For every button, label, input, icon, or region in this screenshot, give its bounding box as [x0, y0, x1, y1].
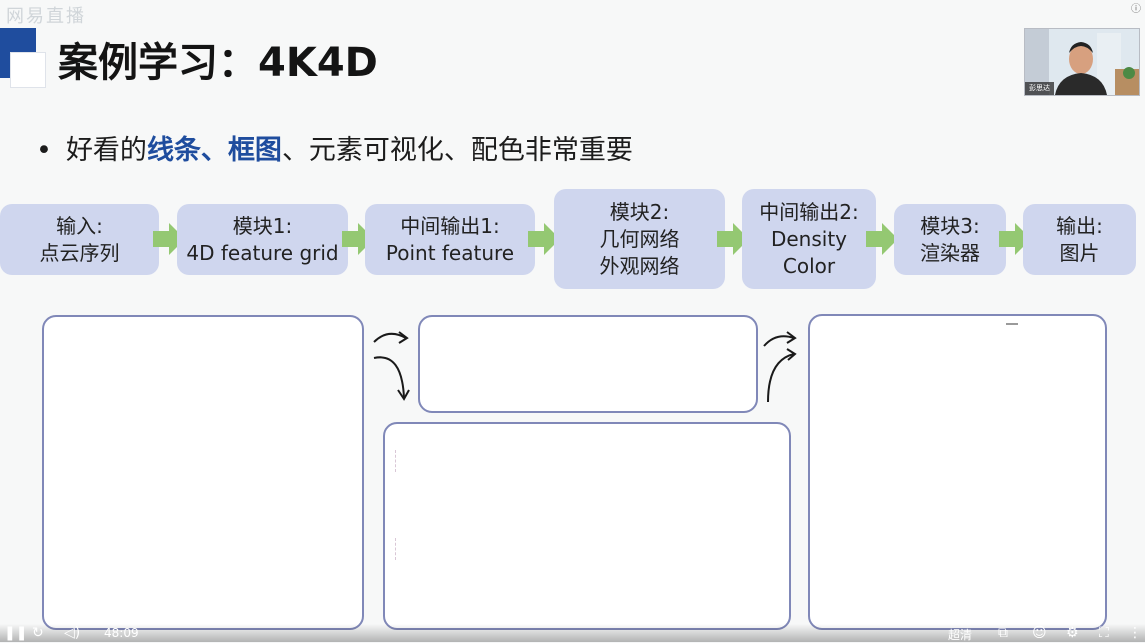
illustration-frame-right [808, 314, 1107, 630]
pipeline-label: 模块2: [609, 199, 670, 224]
small-mark [1006, 323, 1018, 325]
pipeline-label: 输入: [56, 213, 103, 238]
picture-in-picture-icon[interactable]: ⧉ [998, 625, 1008, 641]
title-decoration-white [10, 52, 46, 88]
pipeline-module2-box: 模块2: 几何网络 外观网络 [554, 189, 725, 289]
bullet-symbol: • [36, 135, 52, 166]
corner-icon: ⓘ [1131, 4, 1141, 15]
pipeline-output1-box: 中间输出1: Point feature [365, 204, 535, 275]
playback-time: 48:09 [104, 626, 139, 640]
pipeline-label: 外观网络 [599, 253, 680, 278]
pipeline-label: 模块3: [920, 213, 980, 238]
more-icon[interactable]: ⋮ [1128, 625, 1142, 641]
dashed-mark [395, 538, 397, 560]
pause-icon[interactable]: ❚❚ [4, 625, 28, 641]
watermark: 网易直播 [6, 6, 86, 27]
pipeline-label: Point feature [385, 240, 515, 265]
pipeline-label: 4D feature grid [186, 240, 339, 265]
pipeline-label: 中间输出2: [759, 199, 859, 224]
slide-title: 案例学习：4K4D [58, 40, 378, 86]
settings-icon[interactable]: ⚙ [1066, 625, 1079, 641]
pipeline-input-box: 输入: 点云序列 [0, 204, 159, 275]
curved-arrow-icon [373, 331, 410, 401]
pipeline-label: 输出: [1056, 213, 1103, 238]
pipeline-label: 渲染器 [920, 240, 980, 265]
pipeline-label: 模块1: [232, 213, 293, 238]
fullscreen-icon[interactable]: ⛶ [1099, 625, 1109, 641]
illustration-frame-left [42, 315, 364, 630]
dashed-mark [395, 450, 397, 472]
bullet-point: • 好看的线条、框图、元素可视化、配色非常重要 [36, 128, 633, 167]
webcam-overlay[interactable]: 彭思达 [1024, 28, 1140, 96]
illustration-frame-top-middle [418, 315, 758, 413]
pipeline-label: Color [782, 253, 836, 278]
quality-selector[interactable]: 超清 [948, 628, 973, 642]
arrow-right-icon [866, 223, 898, 255]
pipeline-output2-box: 中间输出2: Density Color [742, 189, 876, 289]
arrow-right-icon [528, 223, 560, 255]
arrow-right-icon [717, 223, 749, 255]
pipeline-label: 几何网络 [599, 226, 680, 251]
pipeline-module1-box: 模块1: 4D feature grid [177, 204, 348, 275]
bullet-prefix: 好看的 [65, 135, 147, 166]
pipeline-label: Density [770, 226, 848, 251]
pipeline-module3-box: 模块3: 渲染器 [894, 204, 1006, 275]
bullet-suffix: 、元素可视化、配色非常重要 [281, 135, 633, 166]
pipeline-label: 点云序列 [39, 240, 120, 265]
illustration-frame-bottom-middle [383, 422, 791, 630]
curved-arrow-icon [763, 331, 797, 403]
webcam-name-label: 彭思达 [1025, 82, 1054, 95]
bullet-highlight-boxes: 框图 [227, 135, 282, 166]
danmaku-icon[interactable]: ☺ [1032, 625, 1047, 641]
bullet-highlight-lines: 线条、 [146, 135, 228, 166]
volume-icon[interactable]: ◁) [64, 625, 81, 641]
player-control-bar: ❚❚ ↻ ◁) 48:09 超清 ⧉ ☺ ⚙ ⛶ ⋮ [0, 624, 1145, 642]
pipeline-label: 中间输出1: [400, 213, 500, 238]
refresh-icon[interactable]: ↻ [32, 625, 44, 641]
pipeline-label: 图片 [1059, 240, 1100, 265]
pipeline-output-box: 输出: 图片 [1023, 204, 1136, 275]
